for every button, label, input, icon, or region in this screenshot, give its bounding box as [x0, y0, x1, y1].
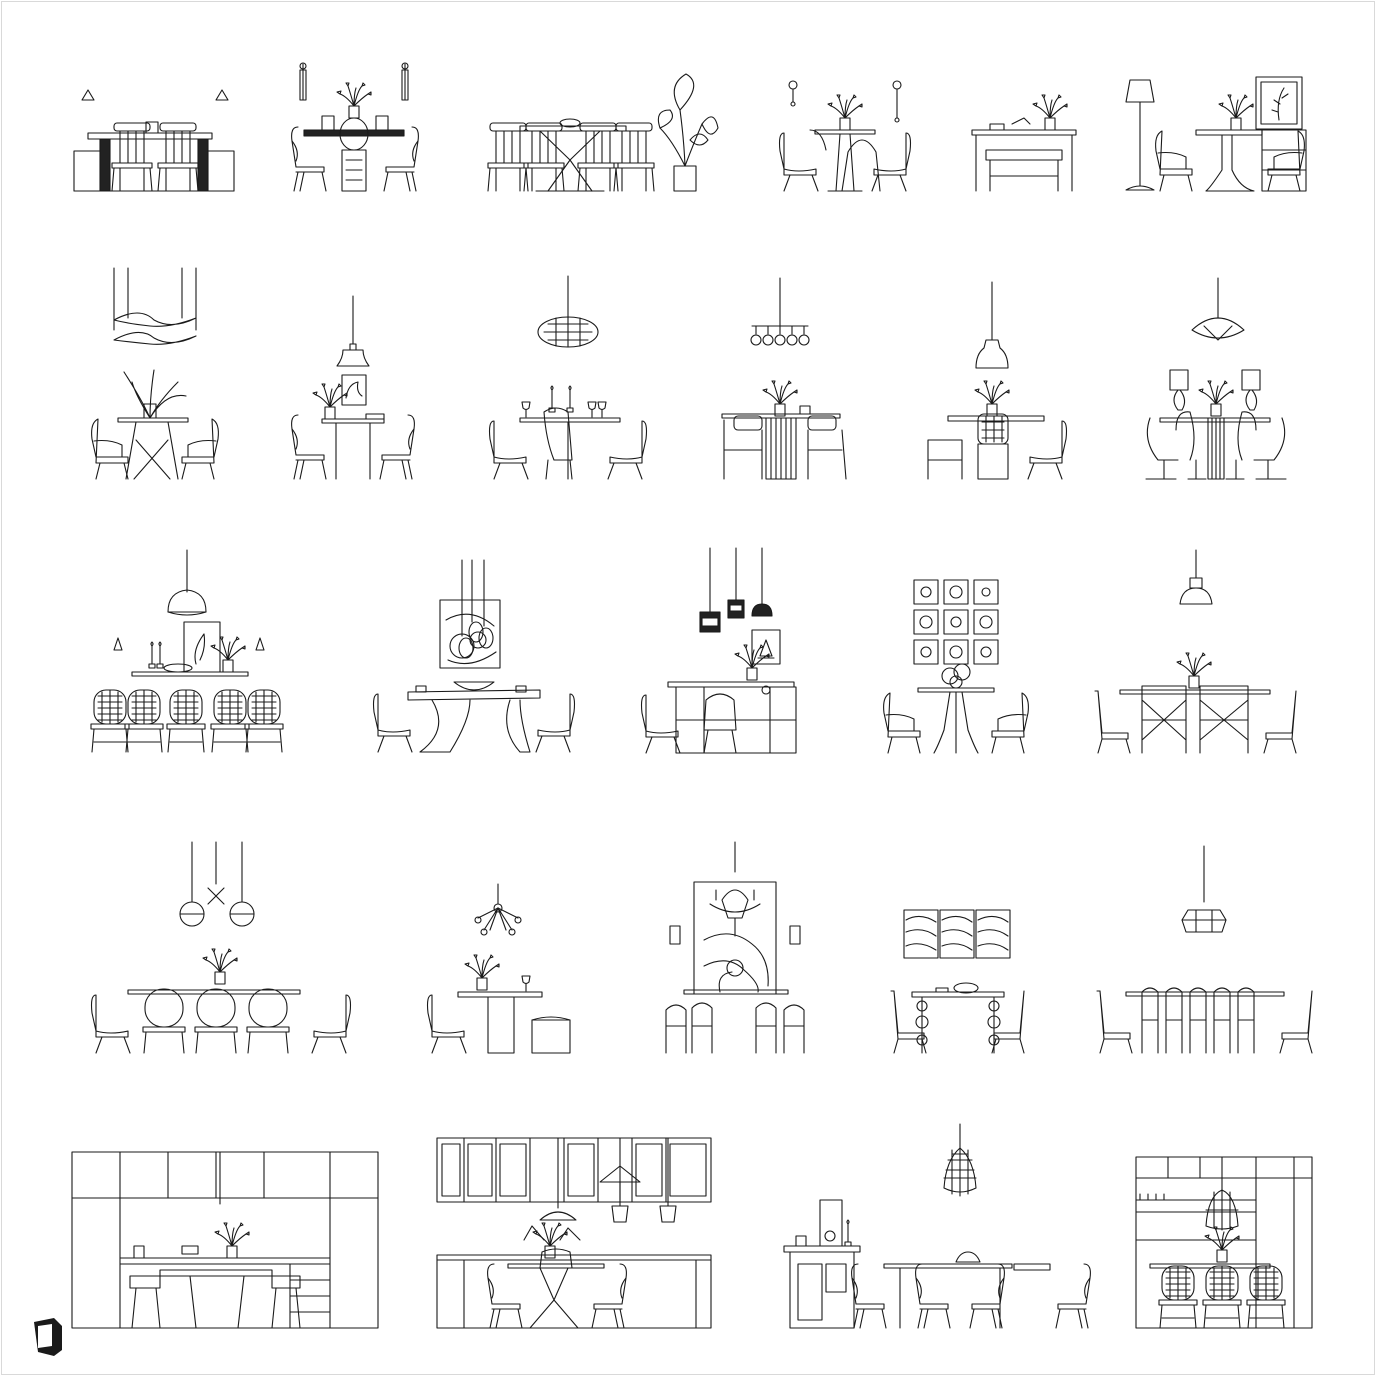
dining-set-lantern	[488, 275, 648, 480]
dining-set-bulb-bar	[721, 277, 847, 480]
dining-set-bench	[971, 94, 1077, 192]
dining-set-monstera	[487, 73, 719, 192]
wall-sconce-icon	[215, 89, 229, 101]
floor-lamp-icon	[1125, 79, 1155, 103]
kitchen-shelving	[1135, 1156, 1313, 1329]
dining-set-sputnik	[426, 883, 571, 1054]
dining-set-chandelier	[665, 841, 805, 1054]
dining-set-cross-back	[1094, 549, 1297, 754]
dining-set-floor-lamp	[1125, 76, 1307, 192]
dining-set-rattan-pendant	[783, 1123, 1091, 1329]
dining-set-long-table	[1096, 845, 1313, 1054]
dining-set-botanical-grid	[883, 579, 1029, 754]
wall-sconce-icon	[81, 89, 95, 101]
dining-set-triptych	[890, 909, 1025, 1054]
kitchen-cabinets	[71, 1151, 379, 1329]
dining-set-driftwood	[372, 559, 576, 753]
dining-set-rattan	[90, 549, 284, 753]
dining-set-rod-pendants	[291, 62, 419, 192]
dining-set-cloud-chandelier	[91, 267, 219, 480]
dining-set-wall-lamps	[778, 80, 912, 192]
dining-set-disc-pendants	[90, 841, 352, 1054]
dining-set-cane-chair	[927, 281, 1068, 480]
cube-logo-icon	[34, 1318, 62, 1356]
dining-set-banquette	[640, 547, 797, 754]
kitchen-glass-cabinets	[436, 1137, 712, 1329]
dining-set-dark-bench	[73, 89, 235, 192]
dining-set-table-lamps	[1145, 277, 1287, 480]
dining-set-bistro	[291, 295, 415, 480]
